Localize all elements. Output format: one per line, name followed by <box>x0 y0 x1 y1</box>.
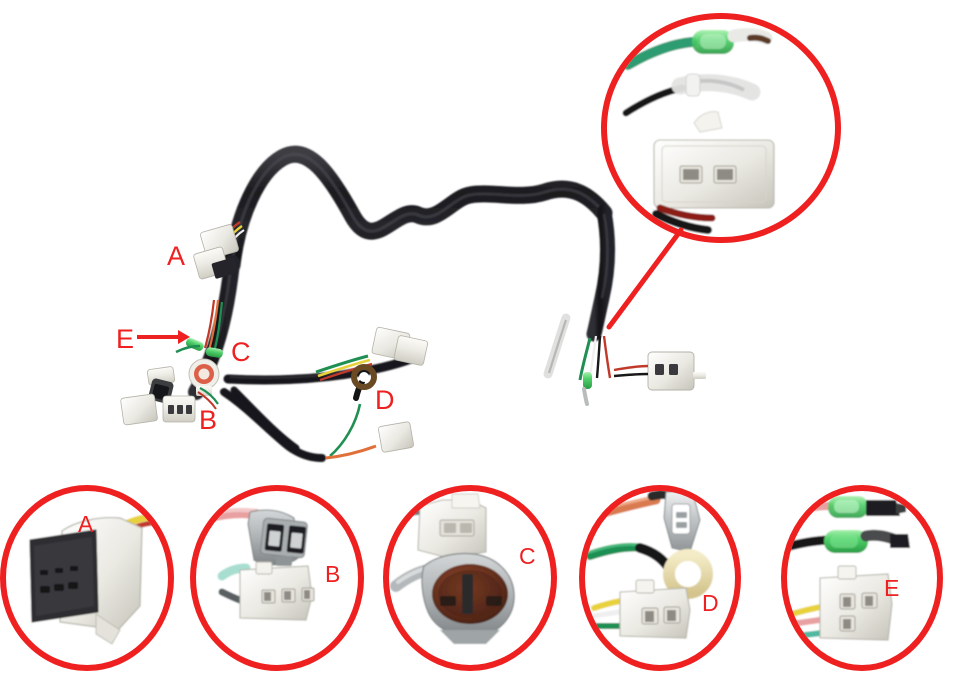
detail-circle-d-ring <box>579 485 741 671</box>
detail-label-a: A <box>78 511 94 537</box>
detail-label-e: E <box>884 575 900 601</box>
harness-connector-e <box>175 338 223 358</box>
detail-a-content <box>6 491 168 665</box>
main-label-b: B <box>199 405 218 435</box>
harness-connector-branch-right <box>315 326 429 382</box>
label-e-arrow <box>137 330 190 344</box>
detail-c-content <box>389 491 551 665</box>
zoom-callout-line <box>606 227 684 330</box>
zoom-detail-circle-ring <box>601 13 841 243</box>
harness-connector-d <box>325 364 414 460</box>
detail-circle-b-ring <box>190 485 364 671</box>
detail-label-d: D <box>702 590 719 616</box>
harness-connector-a <box>193 221 245 280</box>
detail-circle-a-ring <box>0 485 174 671</box>
main-label-d: D <box>375 385 395 415</box>
detail-label-b: B <box>325 561 341 587</box>
main-label-a: A <box>167 241 186 271</box>
detail-label-c: C <box>519 543 536 569</box>
detail-circle-e-ring <box>781 485 943 671</box>
detail-b-content <box>196 491 358 665</box>
main-label-c: C <box>231 337 251 367</box>
main-label-e: E <box>116 324 135 354</box>
harness-right-end-terminals <box>543 313 706 406</box>
detail-circle-c-ring <box>383 485 557 671</box>
harness-connector-b <box>120 366 219 426</box>
